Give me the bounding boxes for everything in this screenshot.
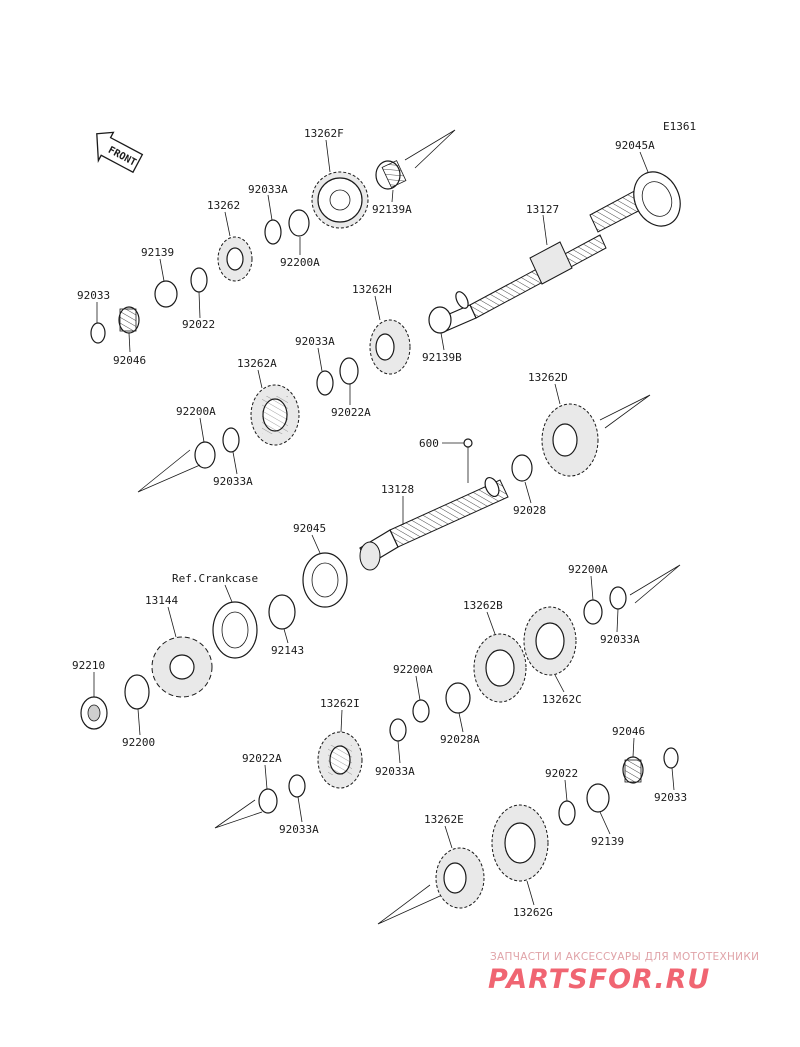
label-13262: 13262 [207,199,240,212]
label-13128: 13128 [381,483,414,496]
label-92033: 92033 [77,289,110,302]
label-92022A-1: 92022A [331,406,371,419]
washer-92022-top [190,267,208,293]
label-92045: 92045 [293,522,326,535]
label-92139A: 92139A [372,203,412,216]
collar-92143 [268,594,296,630]
label-92143: 92143 [271,644,304,657]
circlip-92033A-3 [222,427,240,453]
label-13127: 13127 [526,203,559,216]
label-92033A-4: 92033A [600,633,640,646]
label-13262B: 13262B [463,599,503,612]
washer-92200A-2 [194,441,216,469]
label-13262C: 13262C [542,693,582,706]
label-92033-2: 92033 [654,791,687,804]
label-600: 600 [419,437,439,450]
washer-92200A-3 [583,599,603,625]
label-13262G: 13262G [513,906,553,919]
gear-13262F [311,171,369,229]
needle-bearing-92046-top [118,306,140,334]
watermark-tagline: ЗАПЧАСТИ И АКСЕССУАРЫ ДЛЯ МОТОТЕХНИКИ [490,951,760,963]
gear-13262H [369,319,411,375]
label-92028A: 92028A [440,733,480,746]
gear-13262B [473,633,527,703]
label-13262F: 13262F [304,127,344,140]
label-13262H: 13262H [352,283,392,296]
part-labels: 13262F 92033A 13262 92139A 92200A 92139 … [72,127,687,919]
bushing-92139-bottom [586,783,610,813]
front-arrow-icon: FRONT [96,131,144,174]
watermark-logo: PARTSFOR.RU [488,964,711,995]
label-92200A-1: 92200A [280,256,320,269]
label-92139B: 92139B [422,351,462,364]
diagram-id: E1361 [663,120,696,133]
washer-92200A-4 [412,699,430,723]
sprocket-13144 [151,636,213,698]
label-92210: 92210 [72,659,105,672]
label-92033A-1: 92033A [248,183,288,196]
label-92022: 92022 [182,318,215,331]
gear-13262E [435,847,485,909]
label-92033A-6: 92033A [279,823,319,836]
washer-92022A-1 [339,357,359,385]
gear-13262G [491,804,549,882]
output-shaft-13127 [439,187,649,332]
label-ref-crankcase: Ref.Crankcase [172,572,258,585]
label-13262E: 13262E [424,813,464,826]
bearing-92045A [633,171,681,227]
needle-bearing-92139A [375,160,407,190]
circlip-92033A-5 [389,718,407,742]
label-92046: 92046 [113,354,146,367]
washer-92200 [124,674,150,710]
label-92200A-4: 92200A [393,663,433,676]
label-92200: 92200 [122,736,155,749]
bushing-92139-top [154,280,178,308]
bushing-92028A [445,682,471,714]
label-92139: 92139 [141,246,174,259]
assembly-arrows [137,129,681,925]
circlip-92033-bottom [663,747,679,769]
gear-13262I [317,731,363,789]
gear-13262D [541,403,599,477]
label-92022A-2: 92022A [242,752,282,765]
label-13262A: 13262A [237,357,277,370]
label-92200A-2: 92200A [176,405,216,418]
bushing-92139B [428,306,452,334]
input-shaft-13128 [359,476,509,571]
circlip-92033A-4 [609,586,627,610]
label-92033A-2: 92033A [295,335,335,348]
label-13262I: 13262I [320,697,360,710]
label-92045A: 92045A [615,139,655,152]
circlip-92033A-2 [316,370,334,396]
label-92139-2: 92139 [591,835,624,848]
label-92200A-3: 92200A [568,563,608,576]
part-600-marker [463,438,473,448]
gear-13262 [217,236,253,282]
label-92033A-5: 92033A [375,765,415,778]
circlip-92033A-6 [288,774,306,798]
label-92046-2: 92046 [612,725,645,738]
label-92033A-3: 92033A [213,475,253,488]
circlip-92033-top [90,322,106,344]
label-92022-2: 92022 [545,767,578,780]
leader-lines [93,139,675,906]
oil-seal-crankcase [212,601,258,659]
gear-13262C [523,606,577,676]
needle-bearing-92046-bottom [622,756,644,784]
label-92028: 92028 [513,504,546,517]
gear-13262A [250,384,300,446]
circlip-92033A-top [264,219,282,245]
washer-92022-bottom [558,800,576,826]
nut-92210 [80,696,108,730]
washer-92200A-top [288,209,310,237]
bushing-92028 [511,454,533,482]
label-13262D: 13262D [528,371,568,384]
washer-92022A-2 [258,788,278,814]
bearing-92045 [302,552,348,608]
label-13144: 13144 [145,594,178,607]
